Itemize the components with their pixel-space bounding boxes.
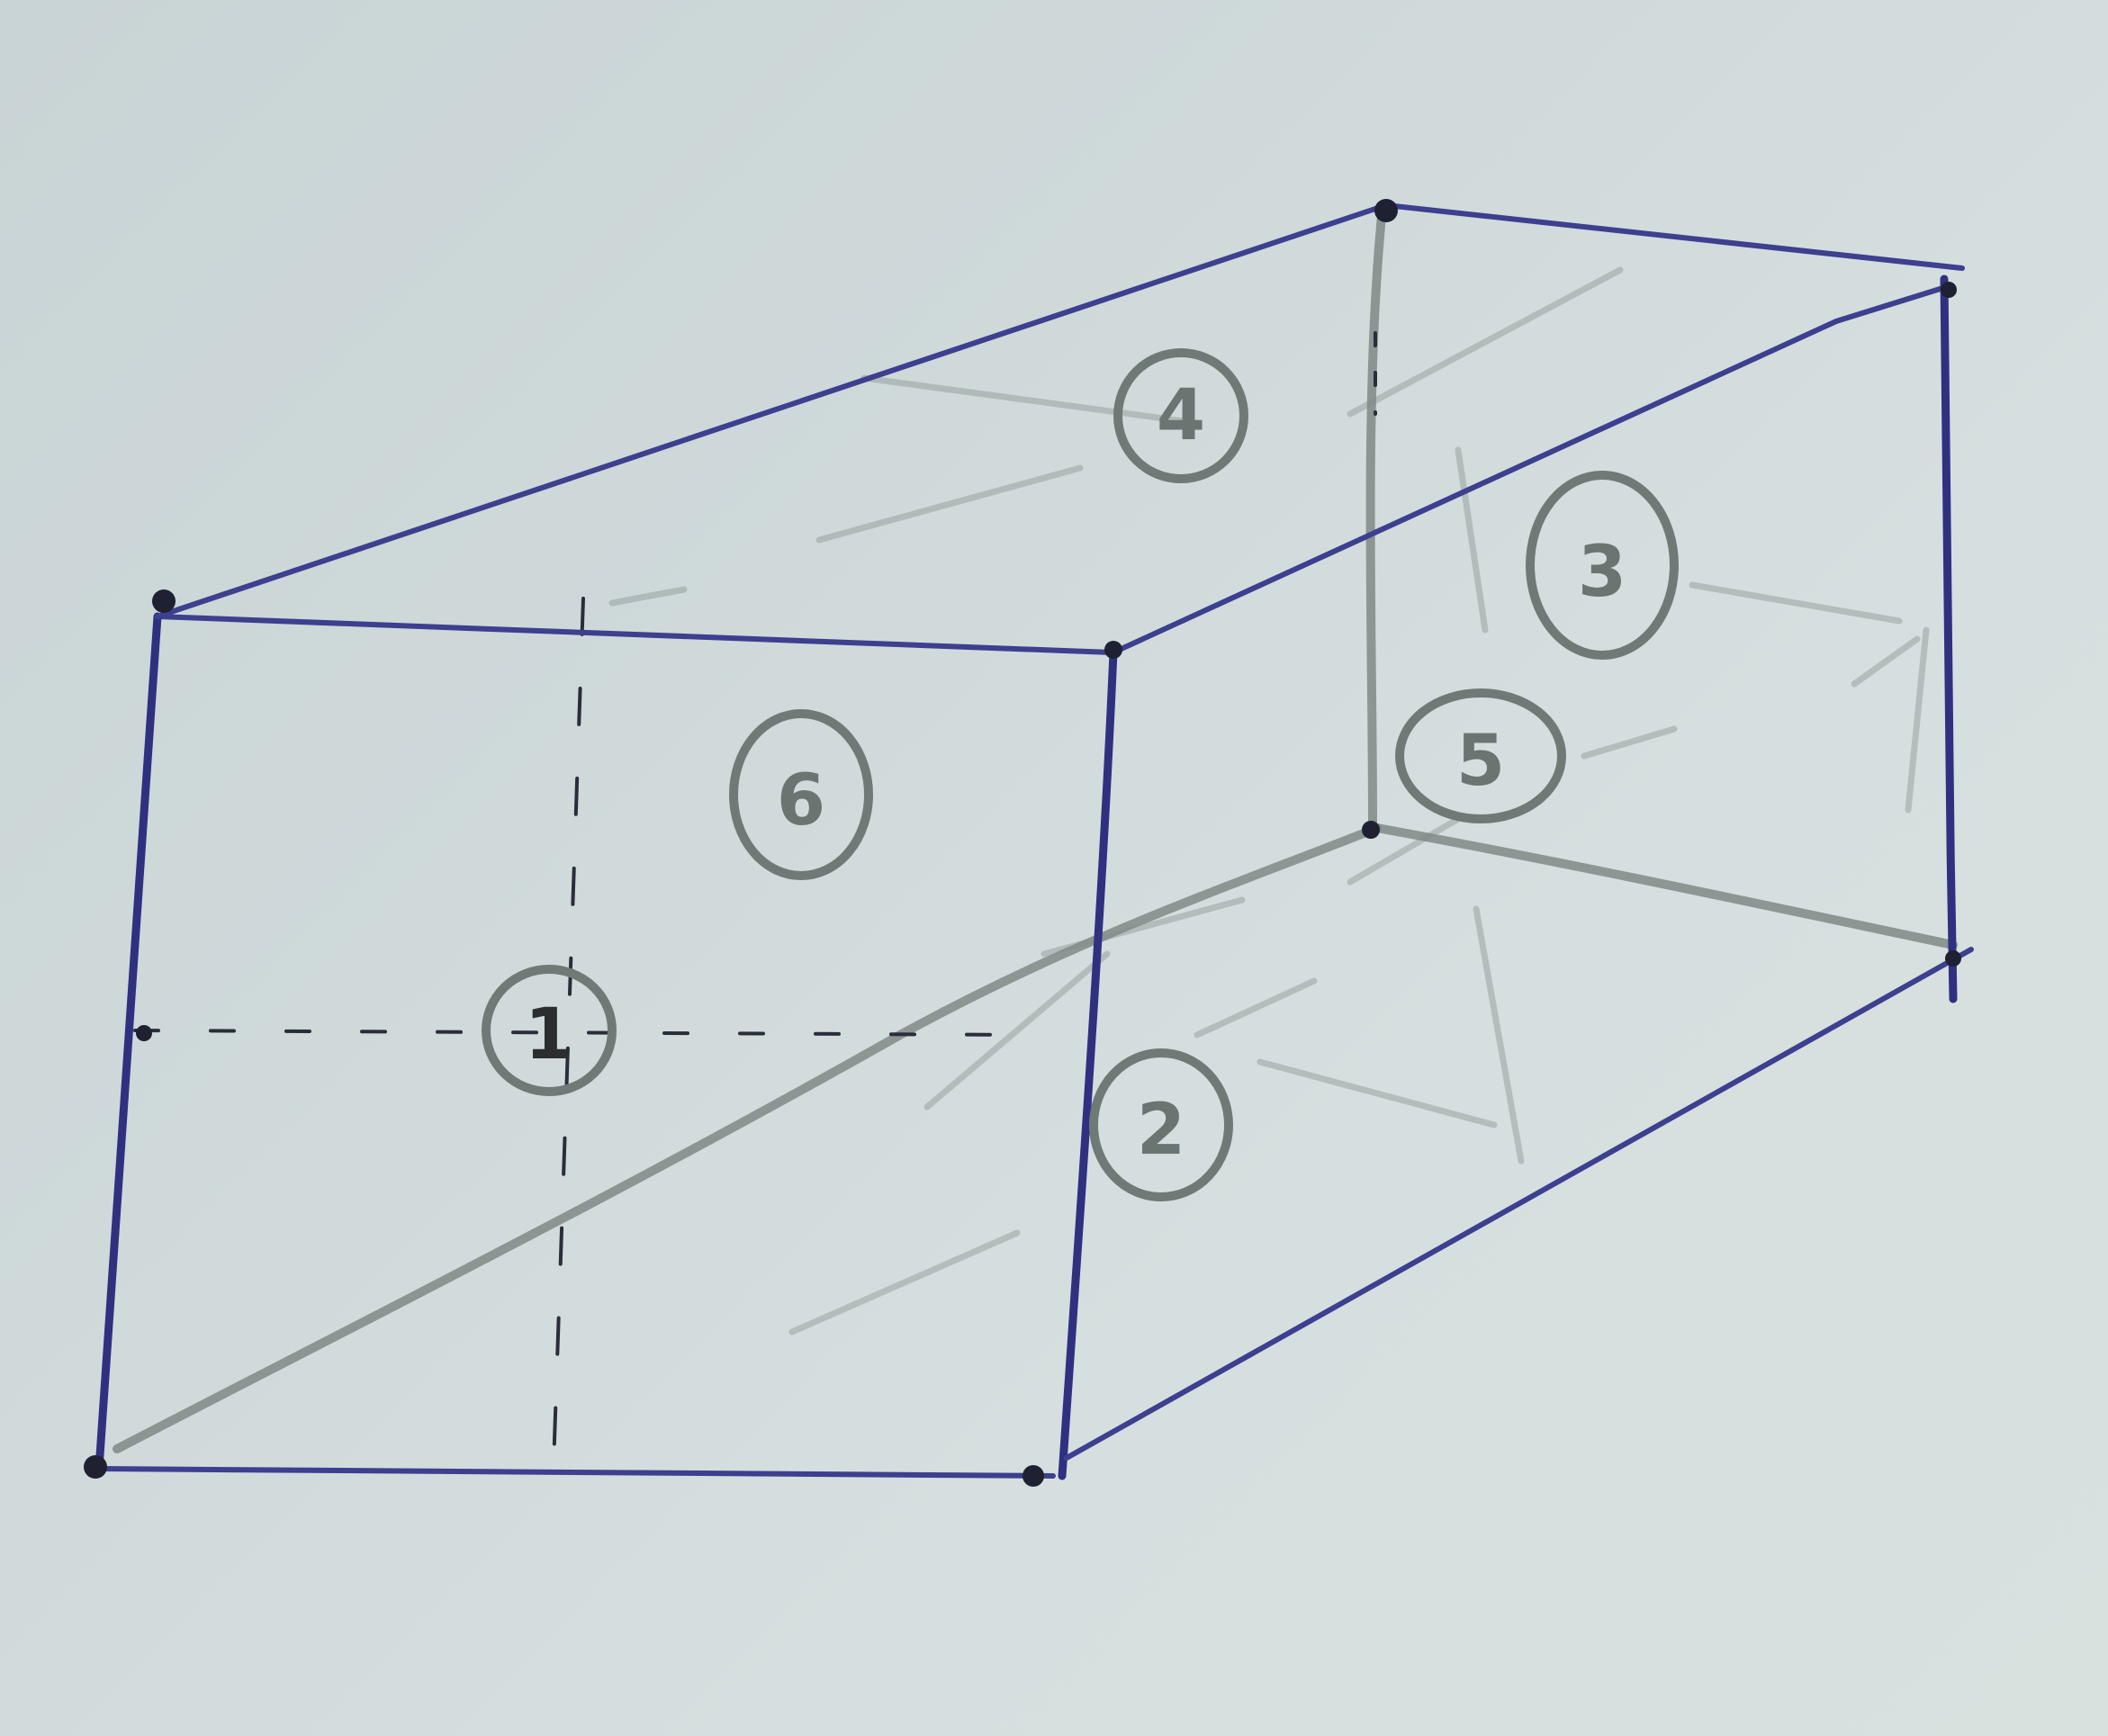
vertex-dot xyxy=(136,1025,152,1041)
trace-line xyxy=(1455,446,1489,634)
face-label-6-circle xyxy=(729,709,873,880)
vertex-dot xyxy=(1941,282,1957,298)
face-label-6-text: 6 xyxy=(777,760,825,841)
face-label-4-text: 4 xyxy=(1157,375,1205,456)
trace-line xyxy=(860,374,1201,427)
top-left-receding-edge xyxy=(155,202,1389,619)
face-label-5-circle xyxy=(1395,688,1566,823)
trace-line xyxy=(788,1229,1021,1336)
top-back-edge xyxy=(1383,202,1965,271)
trace-line xyxy=(1473,905,1525,1165)
front-right-edge xyxy=(1058,648,1118,1480)
face-label-1-circle xyxy=(482,965,617,1096)
face-label-2-circle xyxy=(1089,1048,1233,1201)
vertex-dot xyxy=(84,1455,107,1479)
face-label-5: 5 xyxy=(1395,688,1566,823)
front-top-edge xyxy=(155,614,1114,655)
vertex-dot xyxy=(152,589,176,613)
face-label-5-text: 5 xyxy=(1456,721,1505,802)
face-label-2: 2 xyxy=(1089,1048,1233,1201)
front-left-edge xyxy=(95,612,162,1473)
face-label-3-text: 3 xyxy=(1578,532,1626,613)
back-right-vertical-edge xyxy=(1940,274,1958,1003)
vertex-dot xyxy=(1945,950,1961,967)
top-right-receding-edge xyxy=(1111,319,1839,655)
front-bottom-edge xyxy=(96,1466,1056,1479)
vertex-dot xyxy=(1022,1465,1044,1487)
vertex-dot xyxy=(1374,199,1398,222)
trace-line xyxy=(923,950,1111,1111)
vertices xyxy=(84,199,1961,1487)
pencil-hidden-edges xyxy=(113,211,1958,1453)
trace-line xyxy=(1347,266,1624,418)
face-label-2-text: 2 xyxy=(1137,1090,1185,1171)
face-label-1: 1 xyxy=(482,965,617,1096)
trace-line xyxy=(815,464,1084,544)
horizontal-centerline xyxy=(133,1029,1037,1037)
trace-line xyxy=(608,586,688,607)
top-right-receding-edge-tip xyxy=(1833,283,1951,324)
face-label-6: 6 xyxy=(729,709,873,880)
vertex-dot xyxy=(1104,641,1122,659)
face-label-1-text: 1 xyxy=(525,994,573,1075)
hidden-edge-bottom-diagonal xyxy=(113,823,1382,1453)
face-label-4: 4 xyxy=(1113,348,1248,483)
face-label-3-circle xyxy=(1526,471,1679,660)
front-face-centerlines xyxy=(133,331,1377,1469)
box-outline xyxy=(95,202,1974,1480)
face-label-4-circle xyxy=(1113,348,1248,483)
trace-line xyxy=(1581,725,1678,760)
hidden-edge-back-bottom xyxy=(1373,823,1958,949)
faint-pencil-traces xyxy=(608,266,1930,1336)
bottom-right-receding-edge xyxy=(1064,947,1974,1461)
trace-line xyxy=(1905,626,1930,814)
hidden-edge-back-vertical xyxy=(1365,211,1386,828)
trace-line xyxy=(1347,815,1462,886)
trace-line xyxy=(1194,977,1318,1039)
face-labels: 4 3 5 6 1 2 xyxy=(482,348,1679,1201)
face-label-3: 3 xyxy=(1526,471,1679,660)
trace-line xyxy=(1257,1058,1498,1129)
vertex-dot xyxy=(1362,821,1380,839)
trace-line xyxy=(1851,635,1921,688)
vertical-centerline xyxy=(552,597,585,1469)
trace-line xyxy=(1689,581,1903,625)
